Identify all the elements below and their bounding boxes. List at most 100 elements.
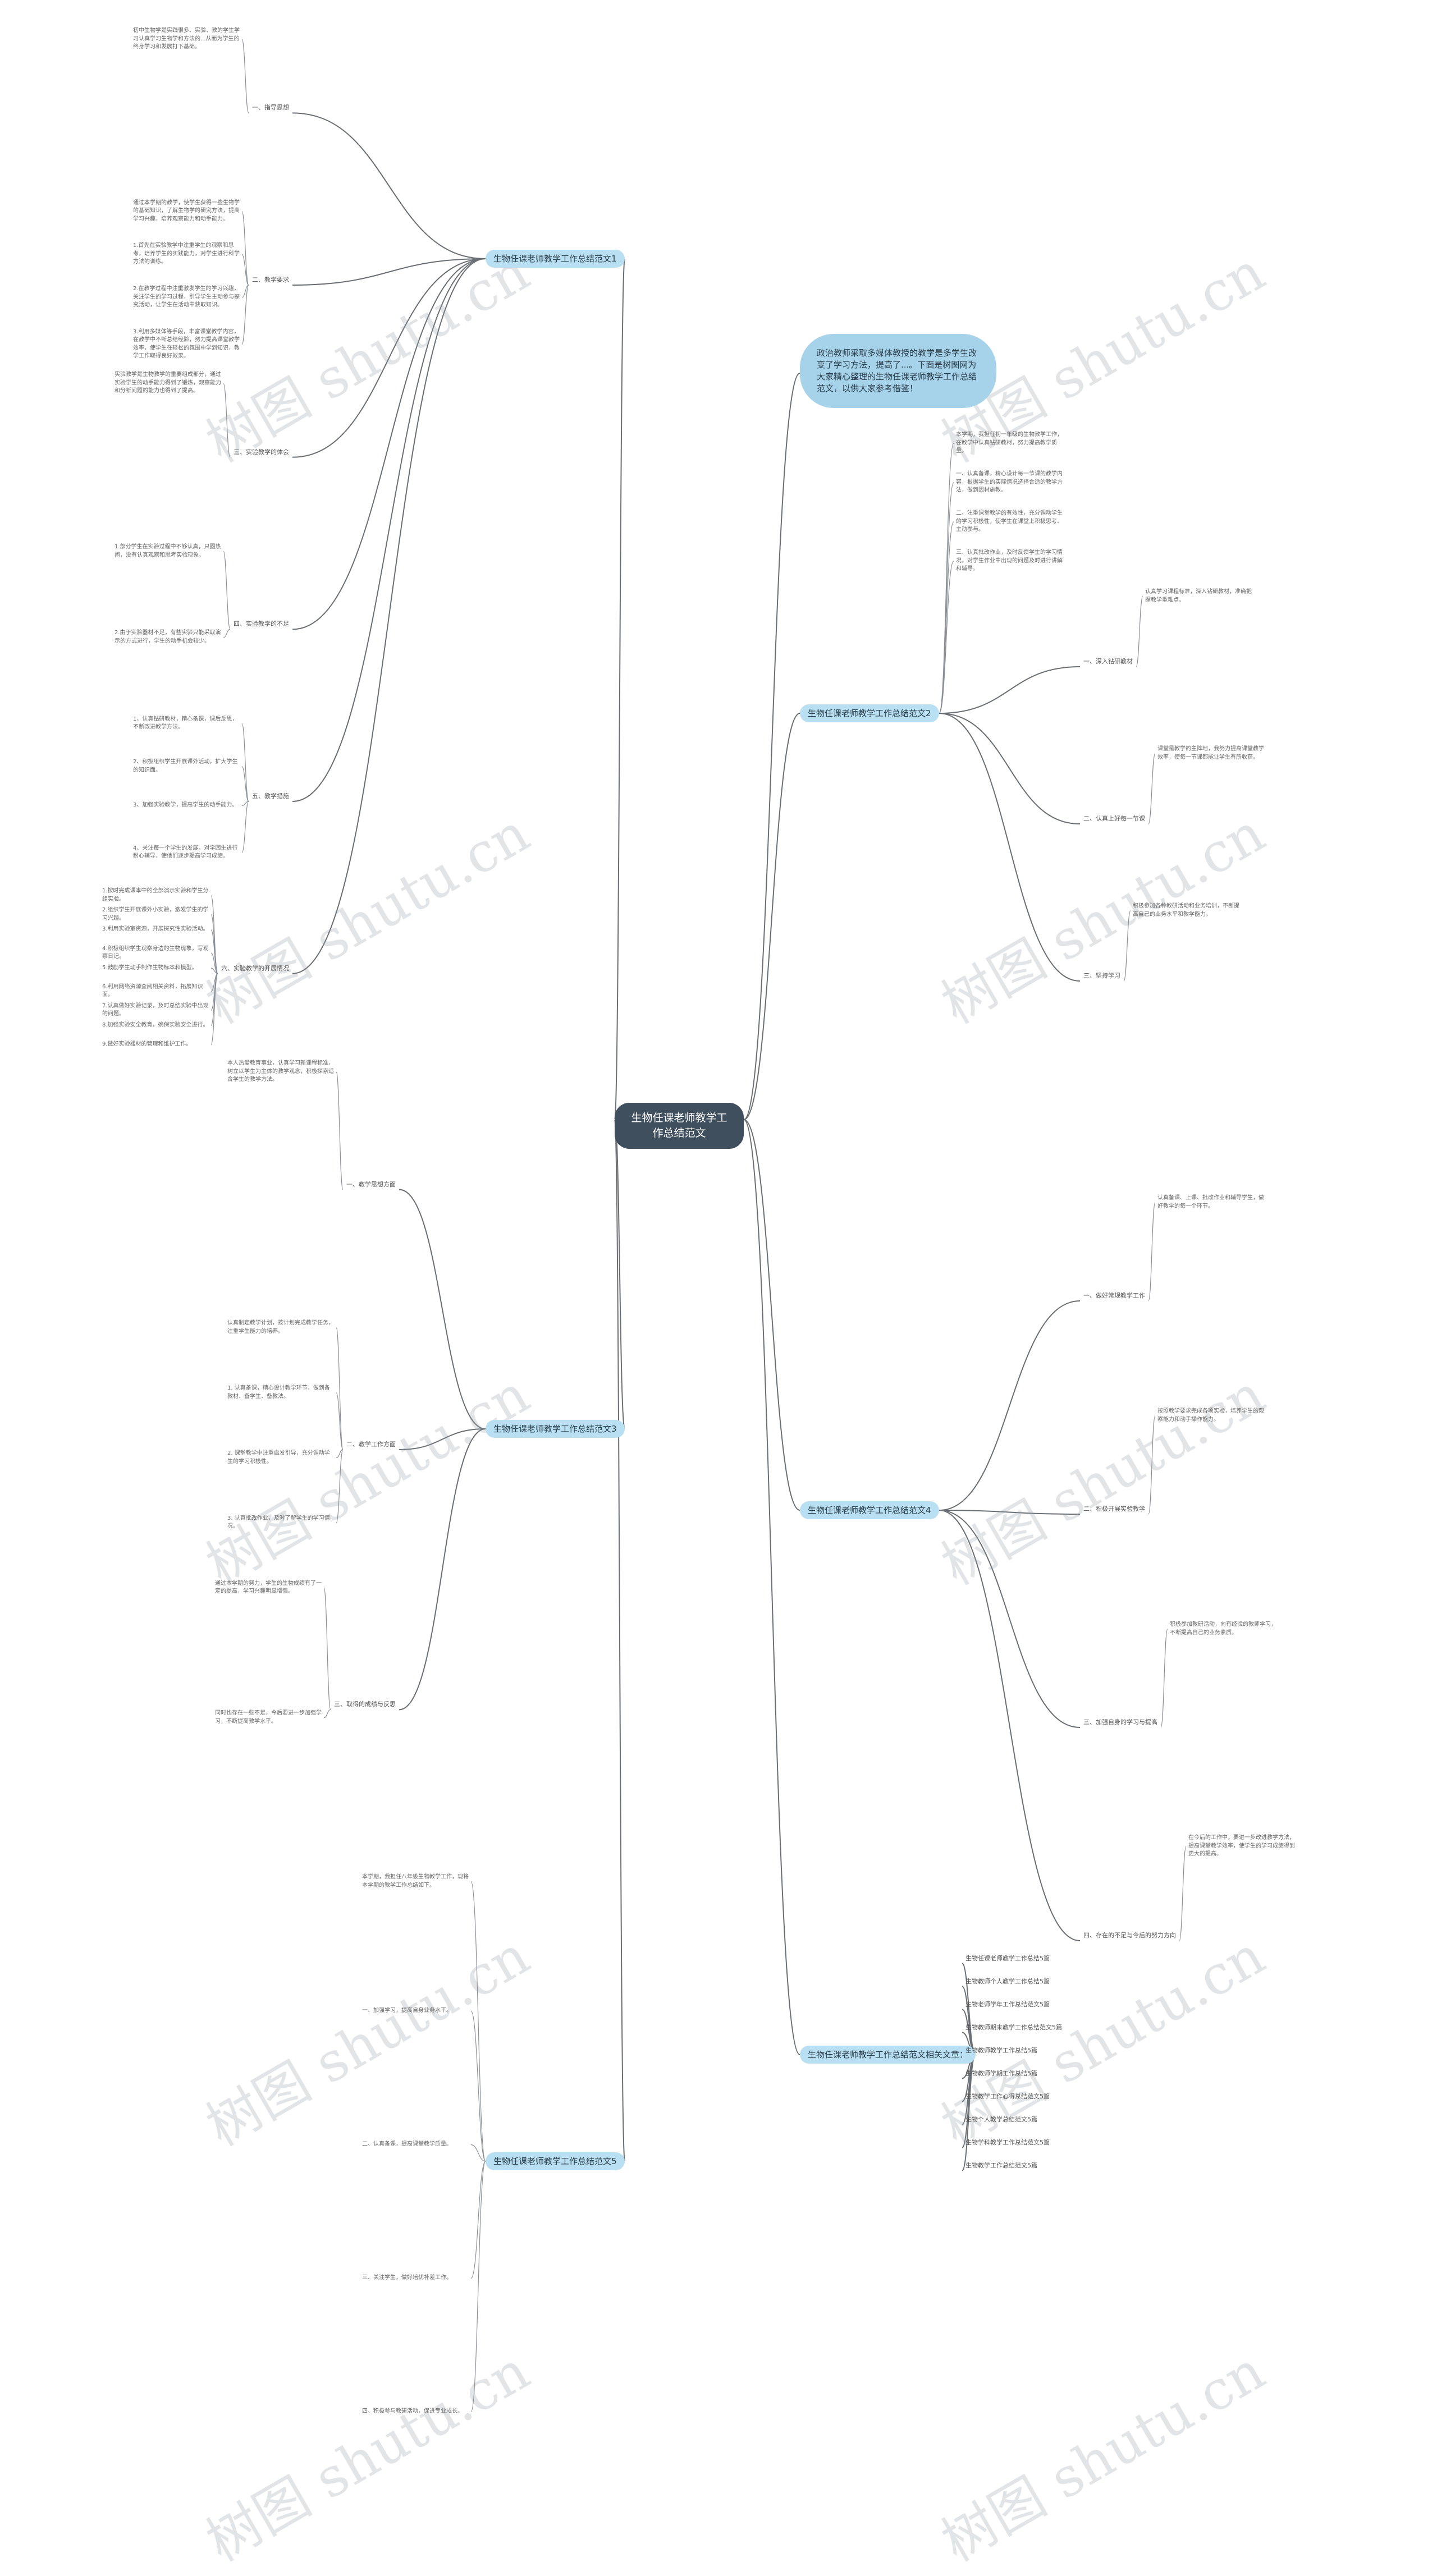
sub-topic[interactable]: 一、指导思想 <box>252 104 289 112</box>
connector-line <box>241 723 249 802</box>
connector-line <box>939 1510 1081 1941</box>
sub-topic[interactable]: 生物教学工作总结范文5篇 <box>965 2161 1037 2169</box>
paragraph-text: 在今后的工作中，要进一步改进教学方法，提高课堂教学效率，使学生的学习成绩得到更大… <box>1188 1835 1295 1857</box>
paragraph-text: 本学期，我担任八年级生物教学工作，现将本学期的教学工作总结如下。 <box>362 1874 469 1889</box>
sub-topic[interactable]: 三、实验教学的体会 <box>234 448 289 456</box>
connector-line <box>939 1300 1081 1511</box>
branch-topic-6[interactable]: 生物任课老师教学工作总结范文相关文章： <box>800 2046 976 2064</box>
connector-line <box>241 285 249 298</box>
connector-line <box>210 973 218 1046</box>
connector-line <box>1179 1846 1187 1941</box>
paragraph-text: 四、积极参与教研活动，促进专业成长。 <box>362 2408 463 2414</box>
branch-topic-label: 生物任课老师教学工作总结范文2 <box>808 708 931 718</box>
connector-line <box>323 1709 331 1718</box>
connector-line <box>470 2161 486 2413</box>
connector-line <box>336 1071 344 1190</box>
connector-line <box>470 2010 486 2162</box>
connector-line <box>210 952 218 974</box>
connector-line <box>614 258 625 1120</box>
paragraph-text: 1、认真钻研教材，精心备课，课后反思，不断改进教学方法。 <box>133 716 238 731</box>
connector-line <box>336 1449 344 1523</box>
paragraph-text: 3.利用实验室资源，开展探究性实验活动。 <box>102 926 209 933</box>
sub-topic[interactable]: 生物教师个人教学工作总结5篇 <box>965 1977 1050 1985</box>
connector-line <box>241 39 249 113</box>
paragraph-text: 初中生物学是实践很多、实验、教的学生学习认真学习生物学和方法的...从而为学生的… <box>133 27 240 50</box>
paragraph-text: 7.认真做好实验记录，及时总结实验中出现的问题。 <box>102 1002 209 1017</box>
sub-topic[interactable]: 生物任课老师教学工作总结5篇 <box>965 1954 1050 1962</box>
connector-line <box>743 1119 800 2055</box>
branch-topic-2[interactable]: 生物任课老师教学工作总结范文2 <box>800 704 939 722</box>
sub-topic[interactable]: 二、教学要求 <box>252 276 289 283</box>
sub-topic[interactable]: 三、坚持学习 <box>1083 972 1120 979</box>
branch-topic-5[interactable]: 生物任课老师教学工作总结范文5 <box>486 2152 625 2170</box>
paragraph-text: 3. 认真批改作业，及时了解学生的学习情况。 <box>227 1515 330 1530</box>
paragraph-text: 通过本学期的努力，学生的生物成绩有了一定的提高，学习兴趣明显增强。 <box>215 1580 322 1595</box>
paragraph-text: 积极参加教研活动，向有经验的教师学习，不断提高自己的业务素质。 <box>1170 1621 1276 1636</box>
paragraph-text: 8.加强实验安全教育，确保实验安全进行。 <box>102 1021 209 1028</box>
connector-line <box>939 1510 1081 1728</box>
sub-topic[interactable]: 生物学科教学工作总结范文5篇 <box>965 2138 1050 2146</box>
branch-topic-3[interactable]: 生物任课老师教学工作总结范文3 <box>486 1420 625 1438</box>
connector-line <box>1123 910 1131 982</box>
intro-text: 政治教师采取多媒体教授的教学是多学生改变了学习方法，提高了...。下面是树图网为… <box>817 348 977 393</box>
connector-line <box>743 1119 800 1511</box>
intro-bubble[interactable]: 政治教师采取多媒体教授的教学是多学生改变了学习方法，提高了...。下面是树图网为… <box>800 334 996 408</box>
sub-topic[interactable]: 生物教师教学工作总结5篇 <box>965 2046 1037 2054</box>
sub-topic[interactable]: 一、深入钻研教材 <box>1083 658 1133 665</box>
connector-line <box>292 258 486 458</box>
paragraph-text: 1.首先在实验教学中注重学生的观察和思考，培养学生的实践能力，对学生进行科学方法… <box>133 242 240 265</box>
paragraph-text: 三、关注学生，做好培优补差工作。 <box>362 2275 452 2281</box>
paragraph-text: 6.利用网络资源查阅相关资料，拓展知识面。 <box>102 983 203 998</box>
paragraph-text: 实验教学是生物教学的重要组成部分，通过实验学生的动手能力得到了锻炼，观察能力和分… <box>115 372 221 395</box>
connector-line <box>292 258 486 286</box>
paragraph-text: 4.积极组织学生观察身边的生物现象，写观察日记。 <box>102 945 209 960</box>
connector-line <box>336 1327 344 1450</box>
connector-line <box>1148 753 1156 824</box>
branch-topic-1[interactable]: 生物任课老师教学工作总结范文1 <box>486 250 625 268</box>
paragraph-text: 9.做好实验器材的管理和维护工作。 <box>102 1041 192 1047</box>
sub-topic[interactable]: 二、认真上好每一节课 <box>1083 815 1145 822</box>
connector-line <box>614 1119 625 2162</box>
connector-line <box>241 766 249 802</box>
sub-topic[interactable]: 三、加强自身的学习与提高 <box>1083 1718 1157 1726</box>
paragraph-text: 4、关注每一个学生的发展，对学困生进行耐心辅导，使他们逐步提高学习成绩。 <box>133 845 238 860</box>
sub-topic[interactable]: 五、教学措施 <box>252 792 289 800</box>
sub-topic[interactable]: 一、做好常规教学工作 <box>1083 1292 1145 1299</box>
sub-topic[interactable]: 四、存在的不足与今后的努力方向 <box>1083 1932 1176 1939</box>
sub-topic[interactable]: 生物老师学年工作总结范文5篇 <box>965 2000 1050 2008</box>
connector-line <box>292 258 486 974</box>
paragraph-text: 二、认真备课，提高课堂教学质量。 <box>362 2141 452 2147</box>
connector-line <box>743 373 800 1120</box>
paragraph-text: 课堂是教学的主阵地，我努力提高课堂教学效率，使每一节课都能让学生有所收获。 <box>1157 746 1264 760</box>
sub-topic[interactable]: 三、取得的成绩与反思 <box>334 1700 396 1708</box>
sub-topic[interactable]: 六、实验教学的开展情况 <box>221 964 289 972</box>
connector-line <box>939 666 1081 714</box>
branch-topic-label: 生物任课老师教学工作总结范文4 <box>808 1505 931 1515</box>
sub-topic[interactable]: 生物教师期末教学工作总结范文5篇 <box>965 2023 1062 2031</box>
paragraph-text: 通过本学期的教学，使学生获得一些生物学的基础知识，了解生物学的研究方法，提高学习… <box>133 199 240 222</box>
sub-topic[interactable]: 生物个人教学总结范文5篇 <box>965 2115 1037 2123</box>
paragraph-text: 2. 课堂教学中注重启发引导，充分调动学生的学习积极性。 <box>227 1450 330 1465</box>
paragraph-text: 3、加强实验教学，提高学生的动手能力。 <box>133 802 238 808</box>
paragraph-text: 2.由于实验器材不足，有些实验只能采取演示的方式进行，学生的动手机会较少。 <box>115 630 221 644</box>
sub-topic[interactable]: 生物教师学期工作总结5篇 <box>965 2069 1037 2077</box>
root-topic[interactable]: 生物任课老师教学工作总结范文 <box>615 1103 744 1149</box>
sub-topic[interactable]: 一、教学思想方面 <box>346 1180 396 1188</box>
sub-topic[interactable]: 二、教学工作方面 <box>346 1441 396 1448</box>
paragraph-text: 2.组织学生开展课外小实验，激发学生的学习兴趣。 <box>102 907 209 922</box>
sub-topic[interactable]: 四、实验教学的不足 <box>234 620 289 628</box>
paragraph-text: 三、认真批改作业，及时反馈学生的学习情况，对学生作业中出现的问题及时进行讲解和辅… <box>956 549 1063 572</box>
branch-topic-4[interactable]: 生物任课老师教学工作总结范文4 <box>800 1501 939 1519</box>
branch-topic-label: 生物任课老师教学工作总结范文1 <box>493 254 617 264</box>
paragraph-text: 认真备课、上课、批改作业和辅导学生，做好教学的每一个环节。 <box>1157 1195 1264 1209</box>
connector-line <box>223 551 231 630</box>
connector-line <box>1136 595 1143 667</box>
connector-line <box>470 2161 486 2279</box>
paragraph-text: 同时也存在一些不足，今后要进一步加强学习，不断提高教学水平。 <box>215 1710 322 1725</box>
paragraph-text: 一、认真备课，精心设计每一节课的教学内容，根据学生的实际情况选择合适的教学方法，… <box>956 471 1063 493</box>
sub-topic[interactable]: 生物教学工作心得总结范文5篇 <box>965 2092 1050 2100</box>
paragraph-text: 1.按时完成课本中的全部演示实验和学生分组实验。 <box>102 888 209 902</box>
sub-topic[interactable]: 二、积极开展实验教学 <box>1083 1505 1145 1512</box>
paragraph-text: 2.在教学过程中注重激发学生的学习兴趣，关注学生的学习过程，引导学生主动参与探究… <box>133 286 240 308</box>
